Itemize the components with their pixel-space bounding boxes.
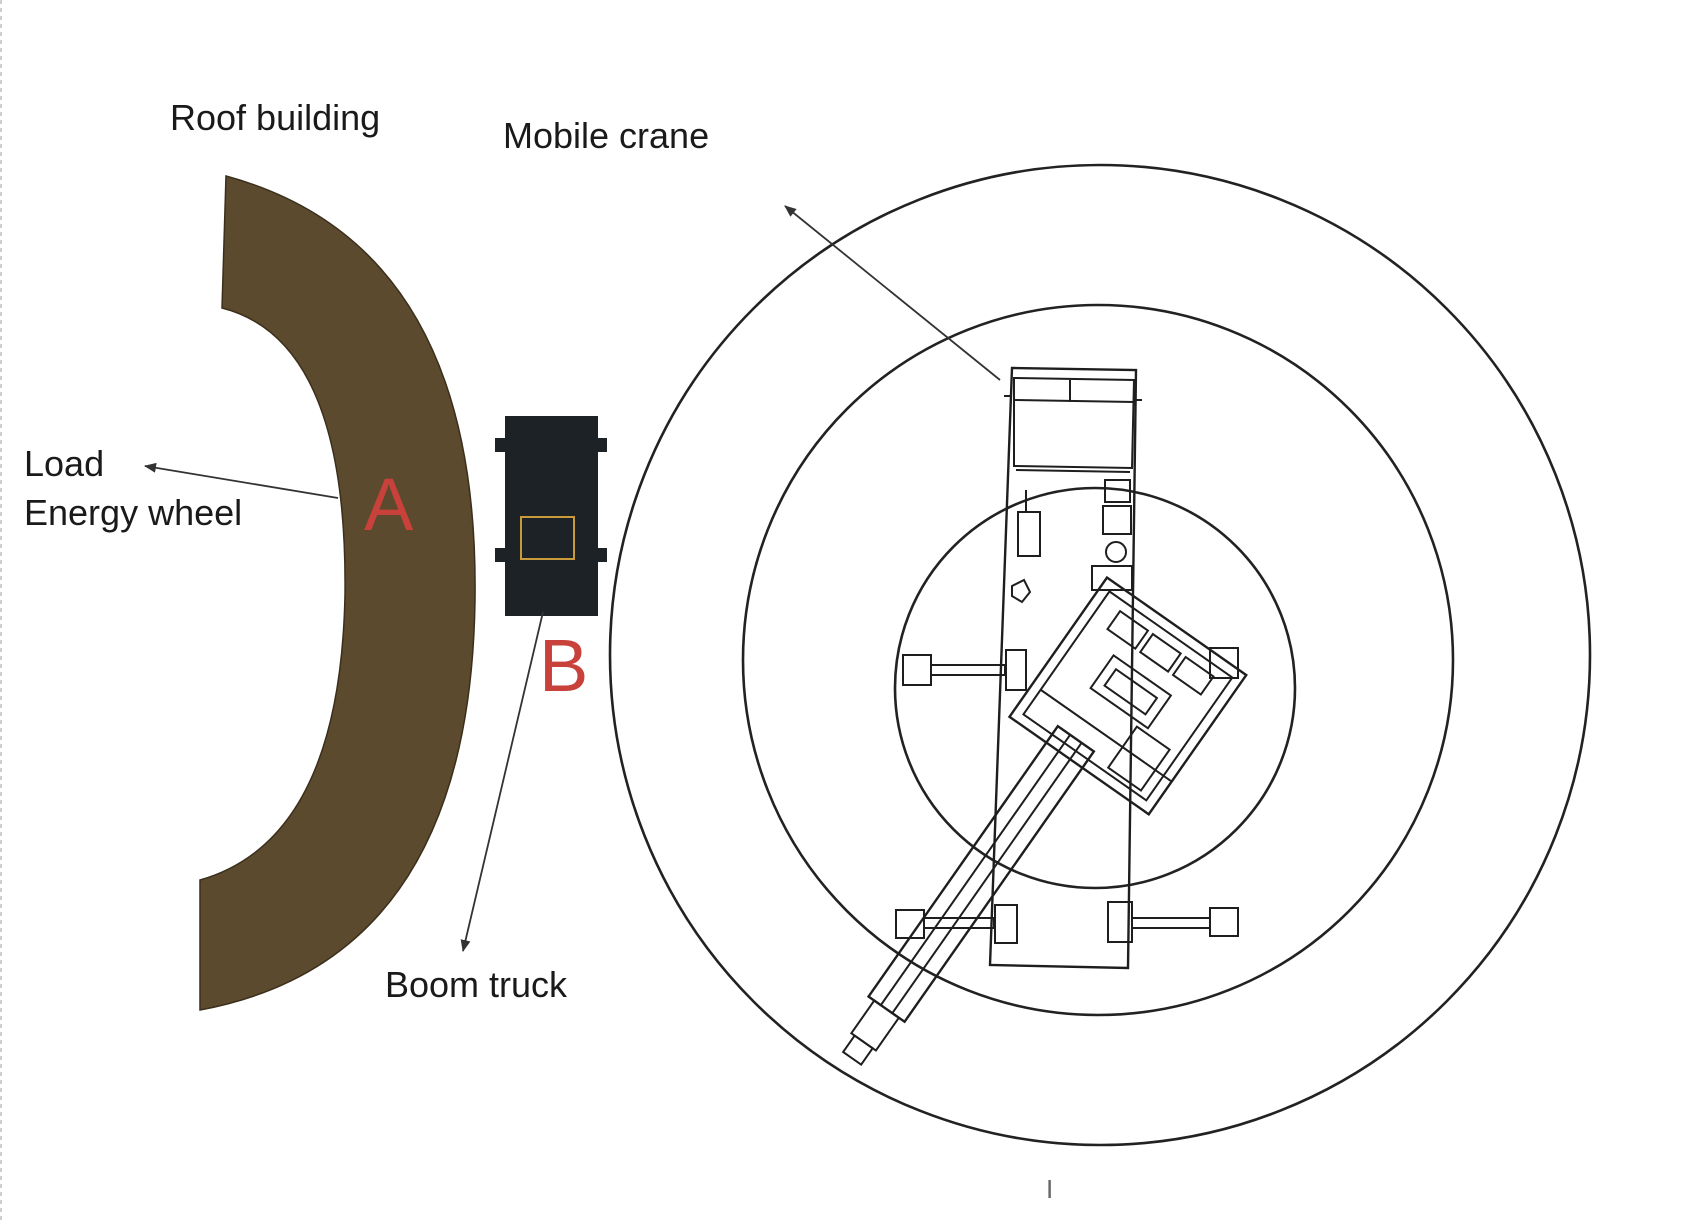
load-arrow [144, 462, 339, 499]
roof-building-shape [199, 175, 476, 1011]
roof-building-label: Roof building [170, 97, 380, 138]
marker-a: A [364, 463, 414, 546]
mobile-crane-drawing [841, 366, 1248, 1066]
load-label: Load [24, 443, 104, 484]
footer-mark: I [1046, 1174, 1053, 1204]
boom-truck-arrow [460, 611, 544, 952]
middle-radius-ring [741, 303, 1455, 1017]
marker-b: B [539, 624, 588, 707]
mobile-crane-label: Mobile crane [503, 115, 709, 156]
energy-wheel-label: Energy wheel [24, 492, 242, 533]
load-box [520, 516, 575, 560]
inner-radius-ring [893, 486, 1297, 890]
boom-truck-shape [495, 416, 607, 616]
boom-truck-label: Boom truck [385, 964, 568, 1005]
mobile-crane-arrow [784, 205, 1001, 381]
crane-working-radius-rings [608, 163, 1592, 1147]
outer-radius-ring [608, 163, 1592, 1147]
